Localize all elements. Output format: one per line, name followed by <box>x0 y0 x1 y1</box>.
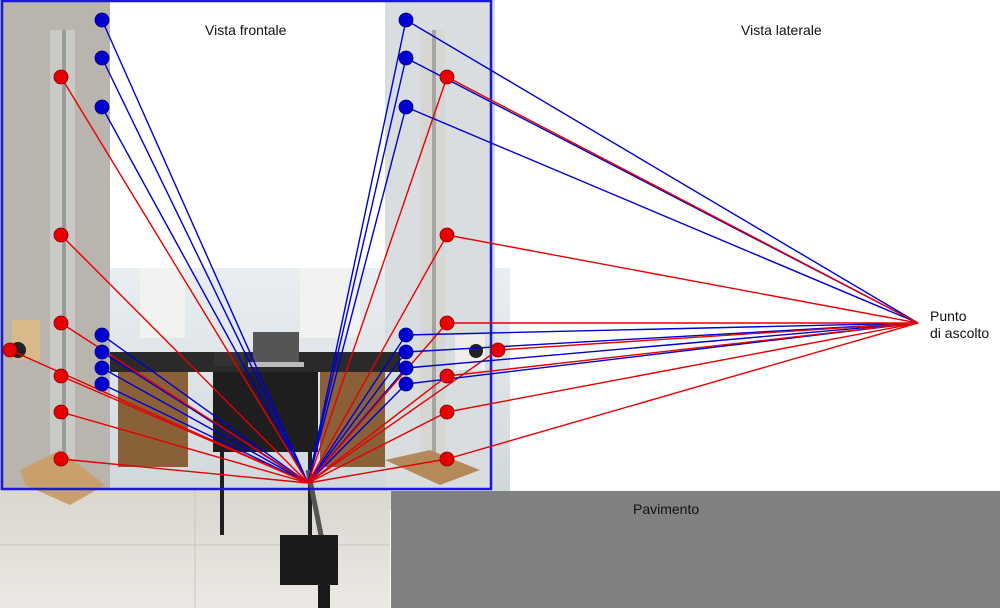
front-tweeter-ray <box>101 57 309 484</box>
tweeter-point <box>94 344 110 360</box>
tweeter-point <box>398 99 414 115</box>
mic-stand-head <box>280 535 338 585</box>
woofer-point <box>2 342 18 358</box>
tweeter-point <box>398 344 414 360</box>
left-stand-base <box>20 450 105 505</box>
side-tweeter-ray <box>405 19 919 324</box>
front-tweeter-ray <box>101 19 309 484</box>
front-woofer-ray <box>60 458 309 484</box>
front-tweeter-ray <box>307 106 407 484</box>
woofer-point <box>53 368 69 384</box>
front-woofer-ray <box>307 76 448 484</box>
woofer-point <box>53 451 69 467</box>
front-woofer-ray <box>60 234 309 484</box>
front-view-label: Vista frontale <box>205 22 287 38</box>
tweeter-point <box>94 50 110 66</box>
front-woofer-ray <box>307 411 448 484</box>
side-woofer-ray <box>446 234 919 324</box>
mic-stand-pole <box>318 580 330 608</box>
side-view-label: Vista laterale <box>741 22 822 38</box>
curtain-left <box>140 268 185 338</box>
tweeter-point <box>94 327 110 343</box>
front-tweeter-ray <box>307 57 407 484</box>
ray-lines <box>9 19 919 484</box>
laptop-screen <box>253 332 299 362</box>
tweeter-point <box>398 327 414 343</box>
front-tweeter-ray <box>101 367 309 484</box>
tweeter-point <box>94 12 110 28</box>
woofer-point <box>439 315 455 331</box>
side-woofer-ray <box>446 322 919 413</box>
side-woofer-ray <box>497 322 919 351</box>
side-woofer-ray <box>446 322 919 377</box>
woofer-point <box>439 451 455 467</box>
front-tweeter-ray <box>307 383 407 484</box>
front-woofer-ray <box>307 322 448 484</box>
front-tweeter-ray <box>307 19 407 484</box>
front-woofer-ray <box>307 458 448 484</box>
right-woofer-cone <box>469 344 483 358</box>
front-woofer-ray <box>60 411 309 484</box>
listening-point-label: Punto di ascolto <box>930 308 990 341</box>
side-tweeter-ray <box>405 322 919 336</box>
woofer-point <box>53 315 69 331</box>
left-tower-rod <box>62 30 66 470</box>
woofer-point <box>53 69 69 85</box>
desk-device <box>214 352 244 366</box>
tweeter-point <box>398 360 414 376</box>
woofer-point <box>439 404 455 420</box>
side-tweeter-ray <box>405 106 919 324</box>
front-tweeter-ray <box>307 334 407 484</box>
tweeter-point <box>94 360 110 376</box>
floor-label: Pavimento <box>633 501 700 517</box>
laptop-base <box>248 362 304 367</box>
front-woofer-ray <box>307 349 499 484</box>
front-tweeter-ray <box>307 351 407 484</box>
woofer-point <box>439 368 455 384</box>
front-tweeter-ray <box>101 383 309 484</box>
front-tweeter-ray <box>101 334 309 484</box>
side-woofer-ray <box>446 76 919 324</box>
woofer-point <box>53 404 69 420</box>
side-view-panel <box>110 0 385 268</box>
front-woofer-ray <box>307 234 448 484</box>
right-stand-base <box>385 450 480 485</box>
front-woofer-ray <box>60 76 309 484</box>
desk-drawer-left <box>118 372 188 467</box>
tweeter-point <box>398 376 414 392</box>
side-woofer-ray <box>446 322 919 460</box>
side-tweeter-ray <box>405 322 919 369</box>
tweeter-point <box>398 50 414 66</box>
front-tweeter-ray <box>101 106 309 484</box>
measurement-points <box>2 12 506 467</box>
woofer-point <box>439 227 455 243</box>
right-tower-rod <box>432 30 436 470</box>
woofer-point <box>490 342 506 358</box>
front-woofer-ray <box>307 375 448 484</box>
tweeter-point <box>94 99 110 115</box>
front-view-frame <box>0 0 493 491</box>
woofer-point <box>53 227 69 243</box>
woofer-point <box>439 69 455 85</box>
tweeter-point <box>398 12 414 28</box>
tweeter-point <box>94 376 110 392</box>
floor-block <box>391 491 1000 608</box>
